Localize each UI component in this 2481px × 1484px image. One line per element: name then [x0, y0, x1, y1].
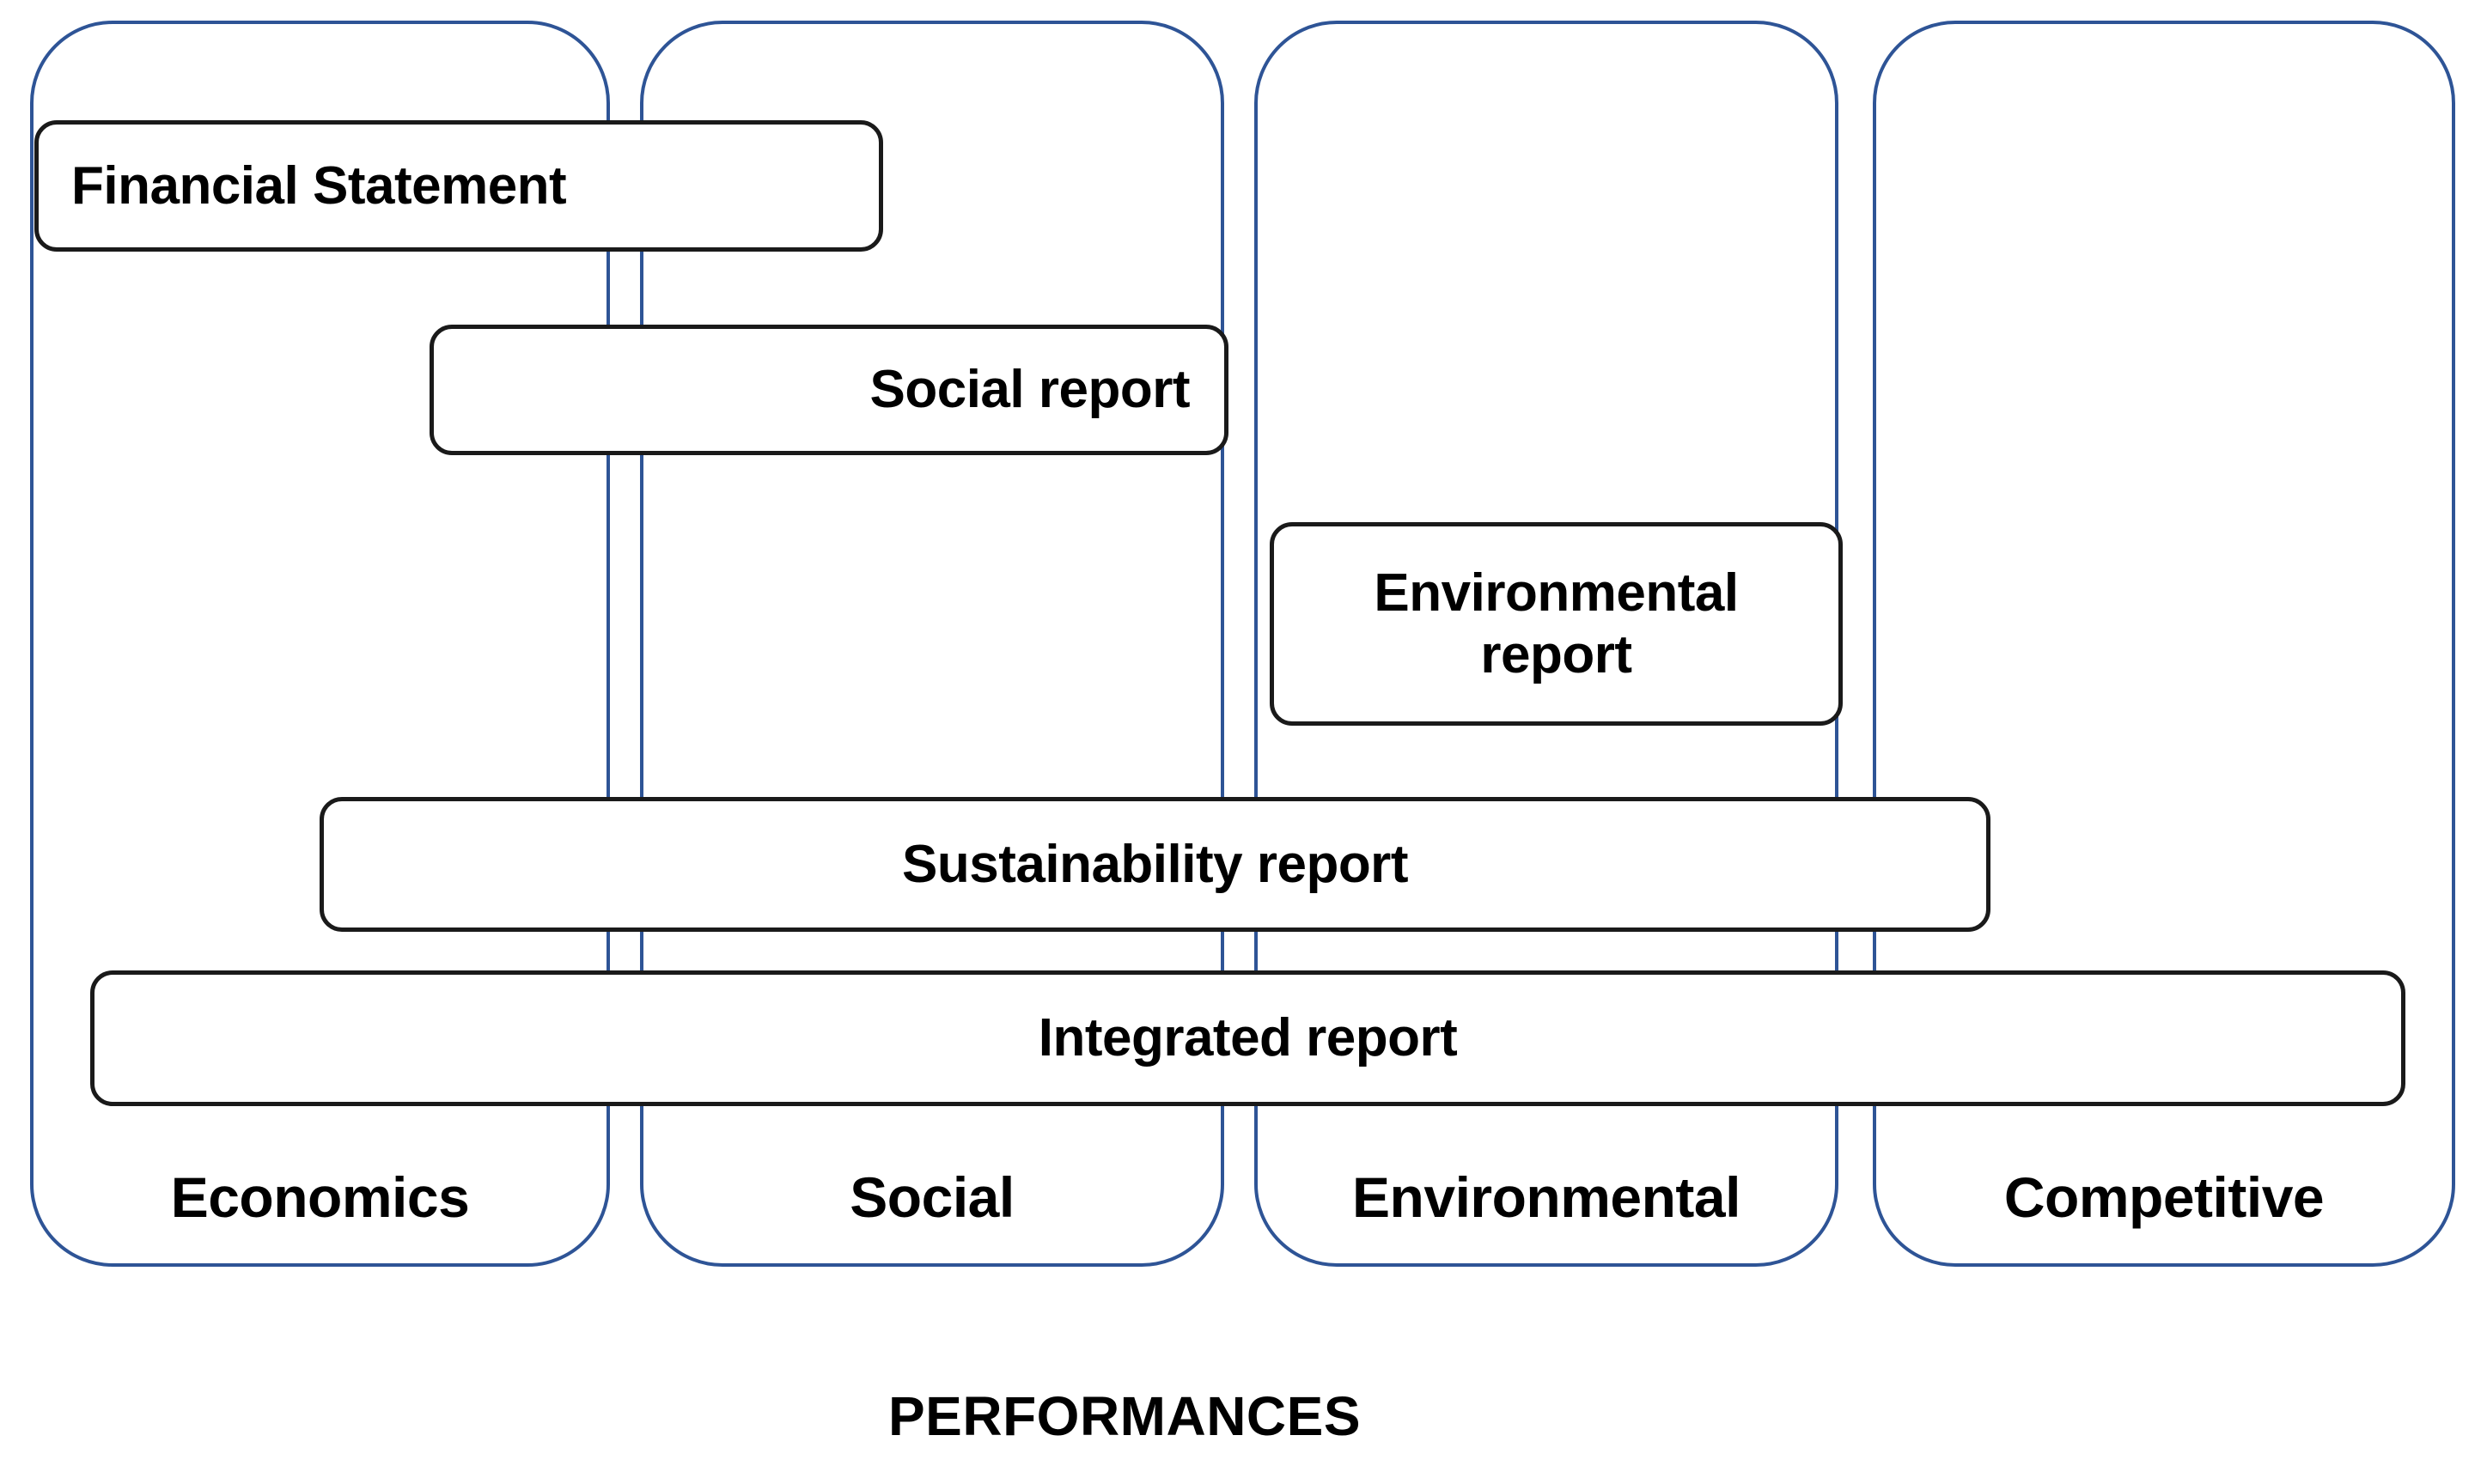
report-box-sustainability-report: Sustainability report	[320, 797, 1990, 932]
performance-column-label-competitive: Competitive	[2003, 1165, 2325, 1229]
report-box-integrated-report: Integrated report	[90, 970, 2405, 1106]
performance-column-label-environmental: Environmental	[1352, 1165, 1740, 1229]
report-box-social-report: Social report	[430, 325, 1228, 455]
performance-column-label-economics: Economics	[170, 1165, 470, 1229]
performance-column-social: Social	[640, 21, 1224, 1267]
performance-column-economics: Economics	[30, 21, 610, 1267]
report-box-financial-statement: Financial Statement	[34, 120, 883, 252]
report-label-financial-statement: Financial Statement	[71, 155, 567, 216]
report-label-sustainability-report: Sustainability report	[902, 834, 1408, 894]
performance-column-competitive: Competitive	[1873, 21, 2455, 1267]
report-label-social-report: Social report	[869, 360, 1191, 420]
report-label-integrated-report: Integrated report	[1038, 1008, 1458, 1068]
diagram-caption-text: PERFORMANCES	[887, 1385, 1362, 1447]
performance-column-label-social: Social	[850, 1165, 1015, 1229]
diagram-caption: PERFORMANCES	[0, 1384, 2481, 1448]
